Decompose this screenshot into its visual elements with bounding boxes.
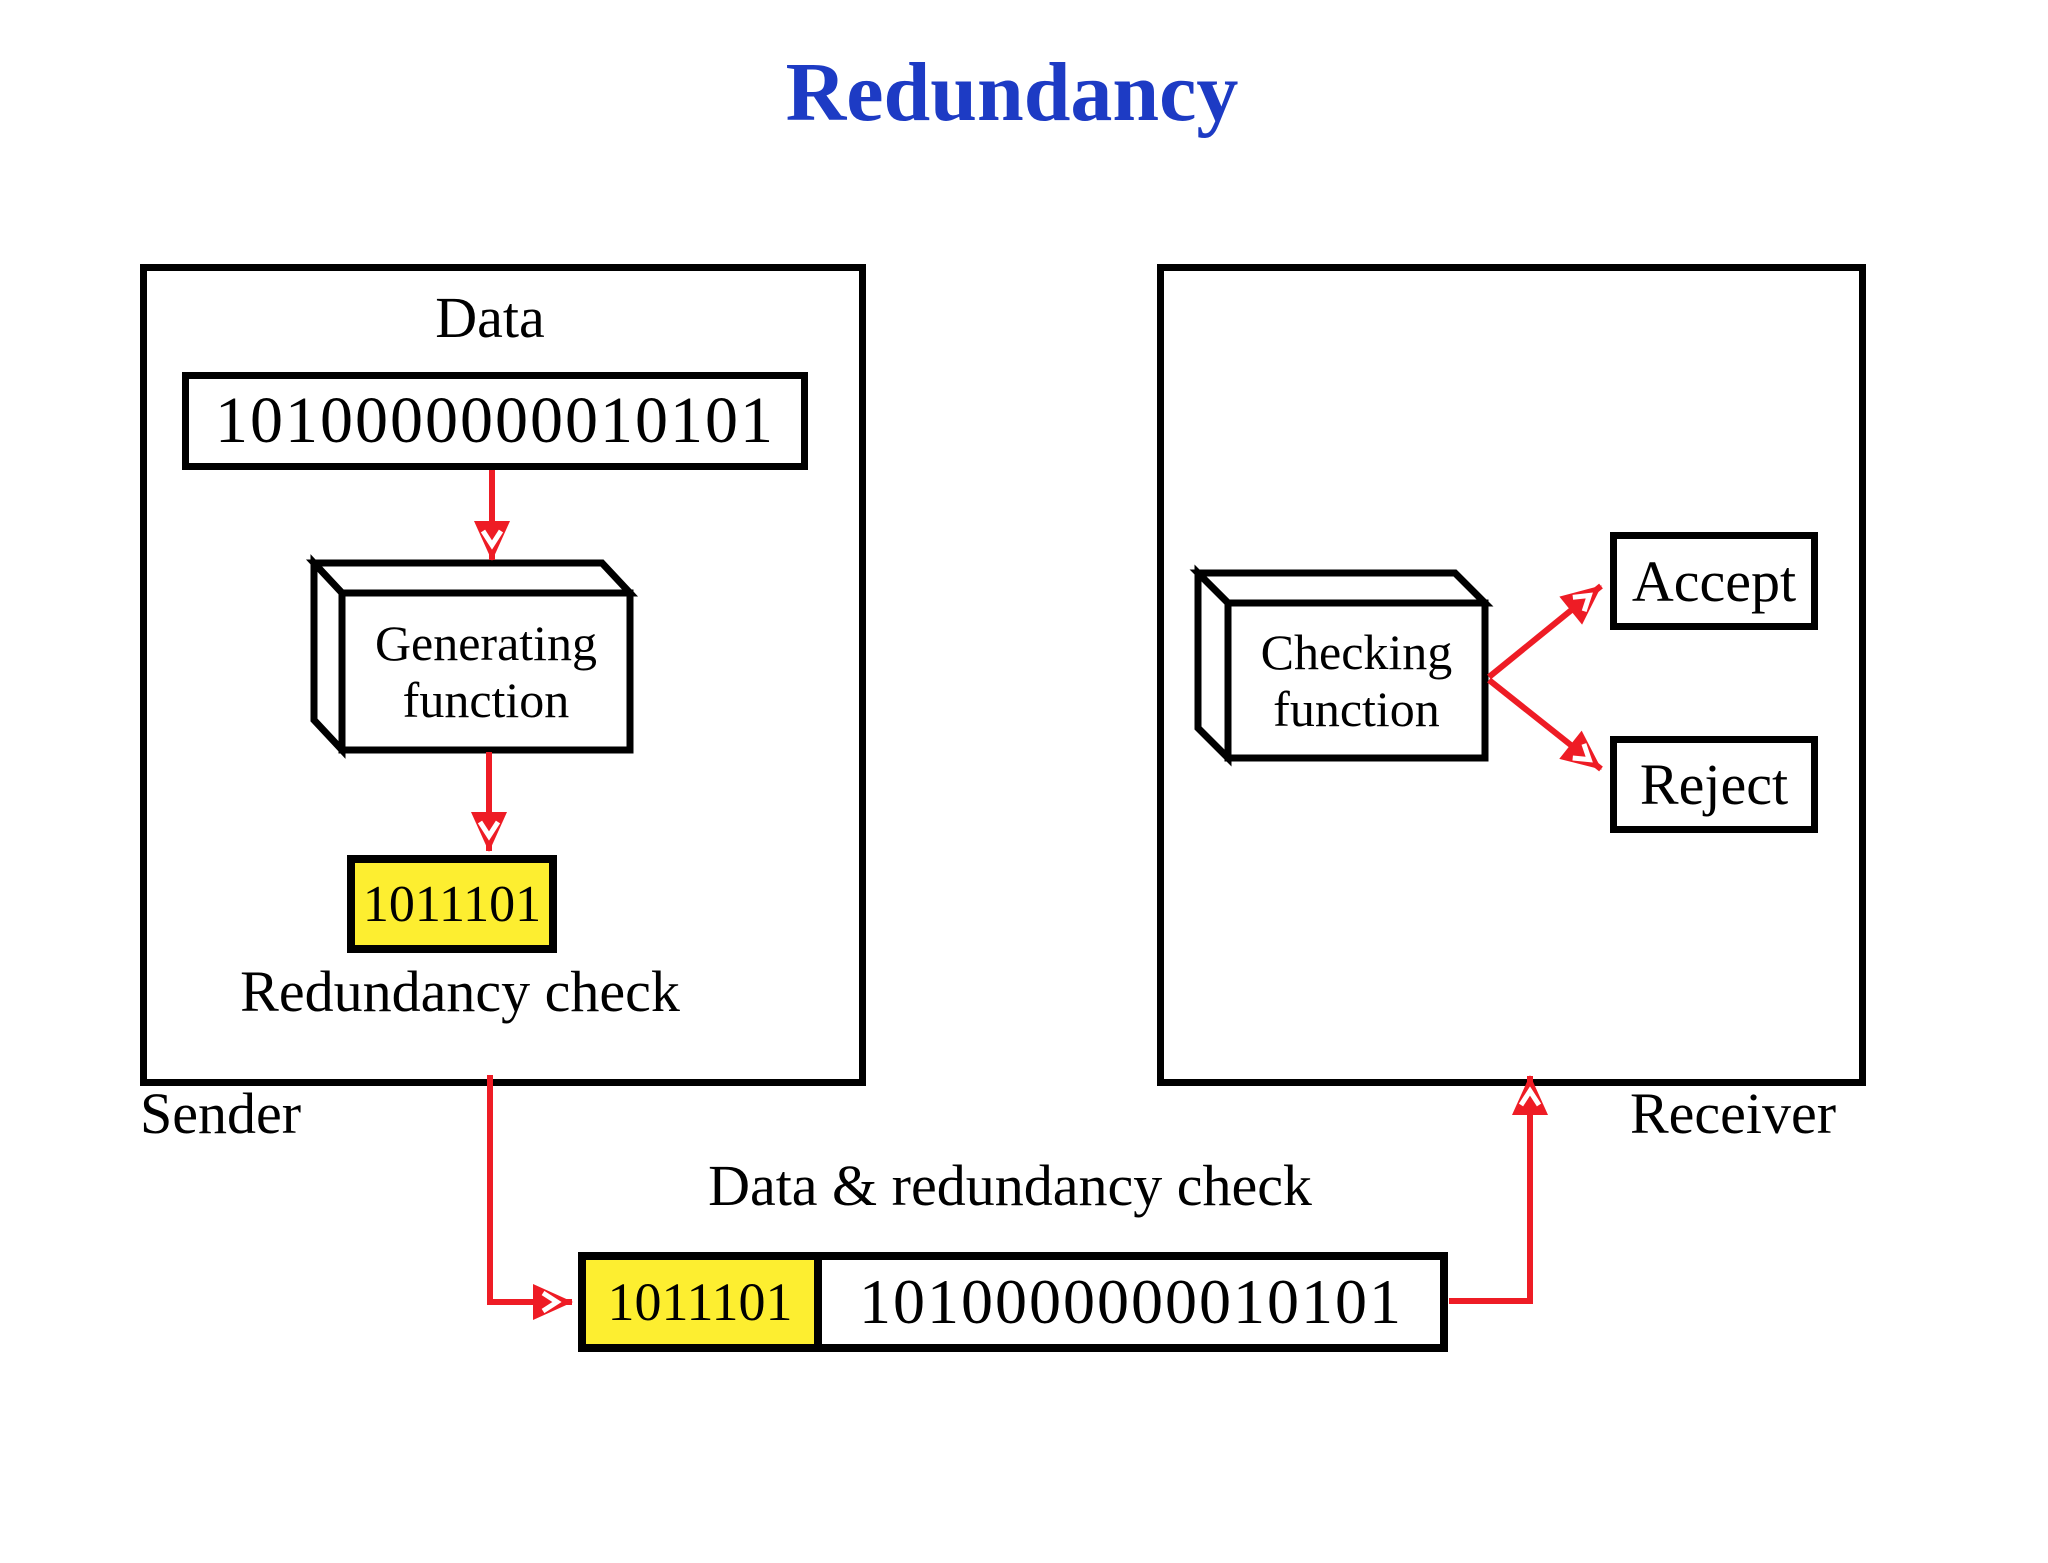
data-value-box: 1010000000010101 [182,372,808,470]
transmission-box: 1011101 1010000000010101 [578,1252,1448,1352]
reject-box: Reject [1610,736,1818,833]
data-label: Data [435,285,545,350]
transmission-data-cell: 1010000000010101 [859,1266,1403,1337]
checking-function-line1: Checking [1260,624,1453,680]
generating-function-line1: Generating [374,615,598,671]
transmission-redundancy-cell: 1011101 [586,1260,822,1344]
transmission-label: Data & redundancy check [708,1153,1312,1218]
generating-function-label: Generating function [342,594,630,750]
checking-function-label: Checking function [1228,604,1485,758]
accept-box: Accept [1610,532,1818,630]
arrow-transmission-to-receiver [1449,1075,1548,1304]
page-title: Redundancy [785,46,1239,139]
generating-function-line2: function [402,672,570,728]
sender-label: Sender [140,1081,302,1146]
checking-function-line2: function [1273,681,1440,737]
redundancy-value-box: 1011101 [347,855,557,953]
receiver-label: Receiver [1630,1081,1837,1146]
redundancy-check-label: Redundancy check [240,959,680,1024]
